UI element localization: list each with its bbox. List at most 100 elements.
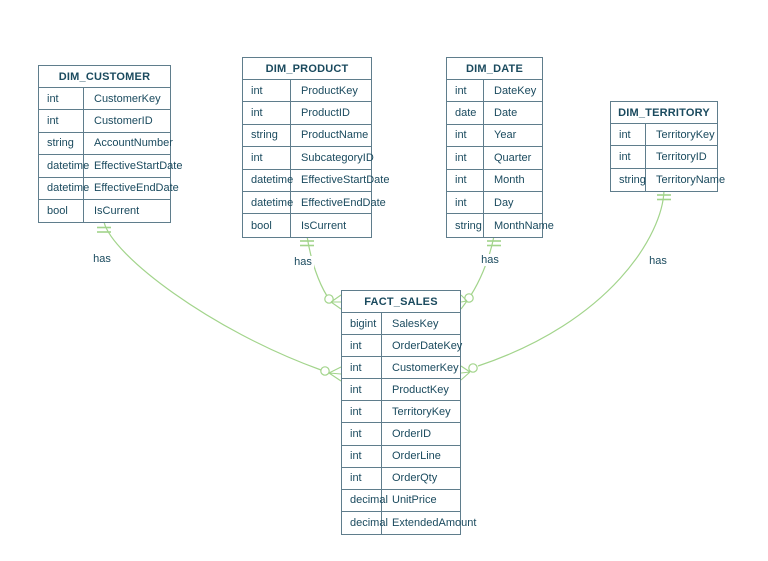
entity-field-row: int OrderDateKey	[342, 335, 463, 358]
relationship-label-customer-has: has	[91, 253, 113, 265]
field-name: TerritoryID	[656, 151, 707, 164]
field-type: string	[243, 124, 291, 147]
field-type: int	[39, 110, 84, 132]
field-name: SubcategoryID	[301, 151, 374, 164]
entity-field-row: bool IsCurrent	[39, 199, 170, 223]
field-type: datetime	[39, 177, 89, 199]
entity-field-row: string MonthName	[447, 214, 554, 237]
field-name: DateKey	[494, 84, 537, 97]
field-type: bool	[39, 199, 84, 223]
entity-field-row: datetime EffectiveStartDate	[39, 155, 182, 178]
field-type: date	[447, 102, 484, 124]
entity-title: DIM_TERRITORY	[611, 102, 717, 124]
field-type: int	[342, 467, 382, 489]
entity-field-row: datetime EffectiveEndDate	[39, 177, 179, 200]
field-name: Date	[494, 107, 518, 120]
field-name: Quarter	[494, 151, 532, 164]
field-type: datetime	[39, 155, 89, 177]
field-name: OrderID	[392, 428, 432, 441]
relationship-label-product-has: has	[292, 256, 314, 268]
entity-title: FACT_SALES	[342, 291, 460, 313]
entity-field-row: int ProductKey	[243, 80, 371, 103]
field-type: int	[447, 124, 484, 147]
field-type: int	[342, 335, 382, 357]
field-type: datetime	[243, 169, 293, 191]
field-name: CustomerID	[94, 115, 153, 128]
field-name: EffectiveStartDate	[94, 159, 183, 172]
field-type: int	[611, 124, 646, 146]
field-name: CustomerKey	[392, 361, 459, 374]
entity-field-row: string AccountNumber	[39, 132, 173, 156]
entity-field-row: int OrderID	[342, 423, 460, 446]
field-type: int	[447, 191, 484, 214]
field-name: ProductKey	[392, 383, 449, 396]
field-type: bool	[243, 214, 291, 237]
field-type: int	[342, 401, 382, 423]
field-name: Month	[494, 174, 525, 187]
entity-field-row: datetime EffectiveStartDate	[243, 169, 389, 192]
relationship-customer-sales	[97, 221, 342, 382]
field-type: int	[447, 169, 484, 191]
field-name: AccountNumber	[94, 137, 173, 150]
field-name: IsCurrent	[94, 205, 140, 218]
field-name: OrderQty	[392, 472, 438, 485]
field-type: int	[342, 423, 382, 445]
field-name: ProductID	[301, 107, 350, 120]
field-name: EffectiveEndDate	[94, 182, 179, 195]
field-name: ExtendedAmount	[392, 516, 477, 529]
field-type: int	[342, 379, 382, 401]
relationship-date-sales	[460, 235, 501, 310]
relationship-label-date-has: has	[479, 254, 501, 266]
field-name: ProductKey	[301, 84, 358, 97]
field-type: datetime	[243, 191, 293, 214]
entity-title: DIM_PRODUCT	[243, 58, 371, 80]
entity-field-row: int Day	[447, 191, 542, 215]
field-name: OrderLine	[392, 450, 441, 463]
field-type: int	[39, 88, 84, 110]
entity-field-row: int OrderQty	[342, 467, 460, 490]
field-name: MonthName	[494, 219, 554, 232]
field-name: Day	[494, 196, 514, 209]
field-name: SalesKey	[392, 317, 439, 330]
field-name: TerritoryName	[656, 173, 726, 186]
field-name: TerritoryKey	[392, 405, 451, 418]
entity-field-row: int Month	[447, 169, 542, 192]
field-name: UnitPrice	[392, 494, 437, 507]
field-name: IsCurrent	[301, 219, 347, 232]
field-name: Year	[494, 129, 517, 142]
entity-field-row: bool IsCurrent	[243, 214, 371, 237]
field-type: string	[447, 214, 484, 237]
field-type: int	[243, 80, 291, 102]
entity-title: DIM_DATE	[447, 58, 542, 80]
field-name: OrderDateKey	[392, 339, 463, 352]
field-name: EffectiveStartDate	[301, 174, 390, 187]
entity-field-row: int DateKey	[447, 80, 542, 103]
entity-field-row: int CustomerKey	[342, 357, 460, 380]
entity-field-row: int CustomerID	[39, 110, 170, 133]
field-type: int	[447, 80, 484, 102]
field-type: int	[342, 357, 382, 379]
field-type: string	[39, 132, 84, 155]
field-name: EffectiveEndDate	[301, 196, 386, 209]
field-type: int	[611, 146, 646, 168]
